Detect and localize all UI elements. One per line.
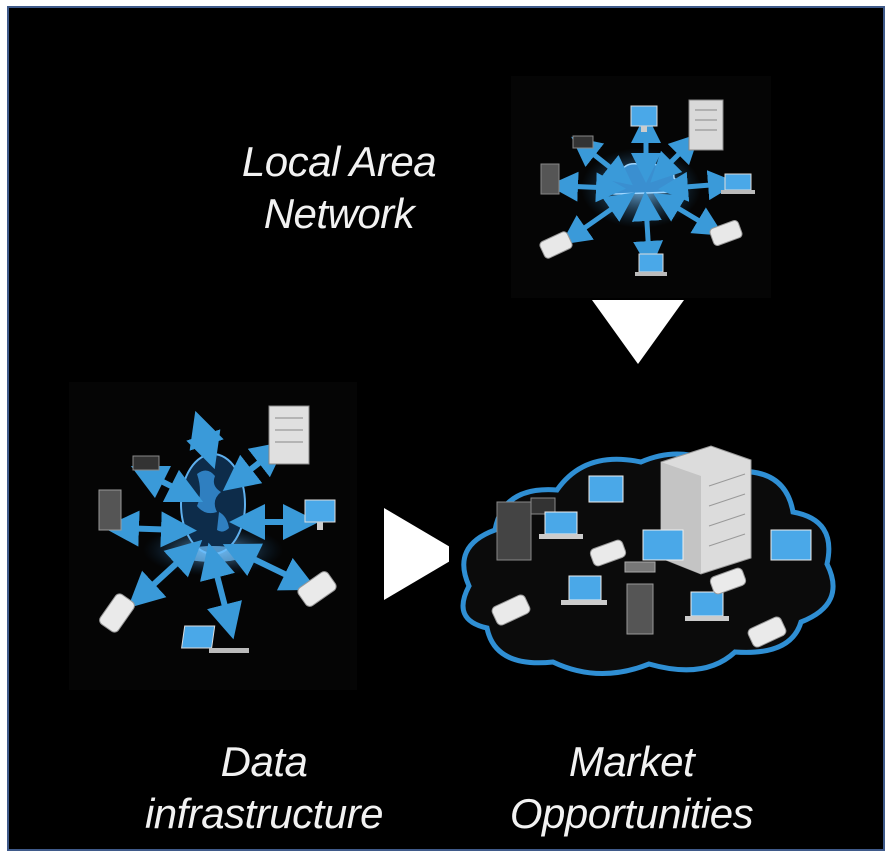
laptop-icon — [539, 511, 729, 621]
server-tower-icon — [688, 99, 724, 151]
lan-label-line-2: Network — [263, 190, 415, 237]
data-label-line-1: Data — [220, 738, 308, 785]
data-infrastructure-label: Data infrastructure — [104, 736, 424, 840]
desktop-monitor-icon — [630, 105, 658, 132]
desktop-monitor-icon — [588, 475, 812, 561]
data-label-line-2: infrastructure — [144, 790, 384, 837]
diagram-canvas: Local Area Network Data infrastructure M… — [7, 6, 885, 851]
lan-network-illustration — [511, 76, 771, 298]
laptop-icon — [635, 253, 667, 276]
laptop-icon — [181, 625, 249, 653]
lan-label-line-1: Local Area — [241, 138, 437, 185]
laptop-icon — [721, 173, 755, 194]
phone-icon — [99, 571, 337, 633]
down-arrow — [592, 300, 684, 364]
pc-tower-icon — [98, 489, 122, 531]
desktop-monitor-icon — [304, 499, 336, 530]
market-label-line-2: Opportunities — [509, 790, 754, 837]
data-infrastructure-illustration — [69, 382, 357, 690]
market-opportunities-illustration — [449, 426, 841, 692]
pc-tower-icon — [496, 497, 654, 635]
router-icon — [572, 135, 594, 149]
market-opportunities-label: Market Opportunities — [464, 736, 799, 840]
market-label-line-1: Market — [568, 738, 695, 785]
pc-tower-icon — [540, 163, 560, 195]
router-icon — [132, 455, 160, 471]
router-icon — [624, 561, 656, 573]
server-tower-icon — [268, 405, 310, 465]
phone-icon — [539, 220, 743, 259]
phone-icon — [491, 539, 787, 648]
local-area-network-label: Local Area Network — [194, 136, 484, 240]
